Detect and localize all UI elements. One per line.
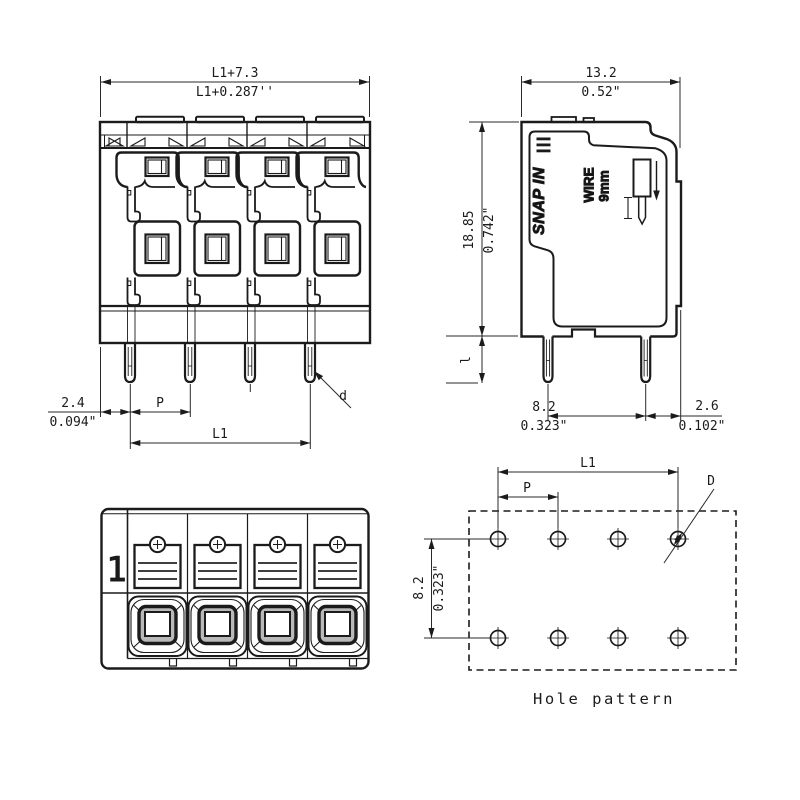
hole-pattern-title: Hole pattern xyxy=(533,690,675,708)
hole-pattern-dimensions: L1 P 8.2 0.323" D xyxy=(412,456,715,639)
hole-pattern-view: L1 P 8.2 0.323" D Hole pattern xyxy=(412,456,737,708)
hp-hole-dia-label: D xyxy=(707,474,715,489)
dim-overall-width-in: L1+0.287'' xyxy=(196,85,274,100)
wire-insert-icon xyxy=(624,158,660,226)
side-view: SNAP IN WIRE 9mm 13.2 0.52" 18 xyxy=(446,66,725,434)
dim-edge-offset-in: 0.094" xyxy=(50,415,97,430)
hp-l1-label: L1 xyxy=(580,456,596,471)
wire-length-label: 9mm xyxy=(597,170,612,202)
wire-label: WIRE xyxy=(582,167,597,202)
pcb-outline xyxy=(468,510,737,671)
dim-l1-label: L1 xyxy=(212,427,228,442)
snap-in-label: SNAP IN xyxy=(531,167,548,235)
dim-edge-offset-mm: 2.4 xyxy=(61,396,85,411)
dim-pin-span-in: 0.323" xyxy=(521,419,568,434)
top-view: 1 xyxy=(100,507,370,670)
side-view-part: SNAP IN WIRE 9mm xyxy=(520,116,683,384)
side-view-dimensions: 13.2 0.52" 18.85 0.742" l 8.2 0.323" 2.6… xyxy=(446,66,725,434)
dim-height-in: 0.742" xyxy=(482,207,497,254)
holes xyxy=(486,527,690,650)
hp-row-mm: 8.2 xyxy=(412,576,427,599)
dim-pin-span-mm: 8.2 xyxy=(532,400,555,415)
dim-overall-width-mm: L1+7.3 xyxy=(212,66,259,81)
front-view: L1+7.3 L1+0.287'' 2.4 0.094" P L1 d xyxy=(48,66,372,449)
pin-diameter-label: d xyxy=(339,389,347,404)
dim-pitch-label: P xyxy=(156,396,164,411)
front-view-dimensions: L1+7.3 L1+0.287'' 2.4 0.094" P L1 d xyxy=(48,66,370,449)
pin-length-label: l xyxy=(459,356,474,364)
pole-one-marker: 1 xyxy=(106,550,126,590)
front-view-part xyxy=(98,115,372,384)
dim-height-mm: 18.85 xyxy=(462,210,477,249)
dim-depth-mm: 13.2 xyxy=(585,66,616,81)
dim-edge-mm: 2.6 xyxy=(695,399,718,414)
hp-pitch-label: P xyxy=(523,481,531,496)
dim-depth-in: 0.52" xyxy=(581,85,620,100)
snap-in-hatch-icon xyxy=(536,137,551,153)
dim-edge-in: 0.102" xyxy=(679,419,726,434)
hp-row-in: 0.323" xyxy=(432,565,447,612)
